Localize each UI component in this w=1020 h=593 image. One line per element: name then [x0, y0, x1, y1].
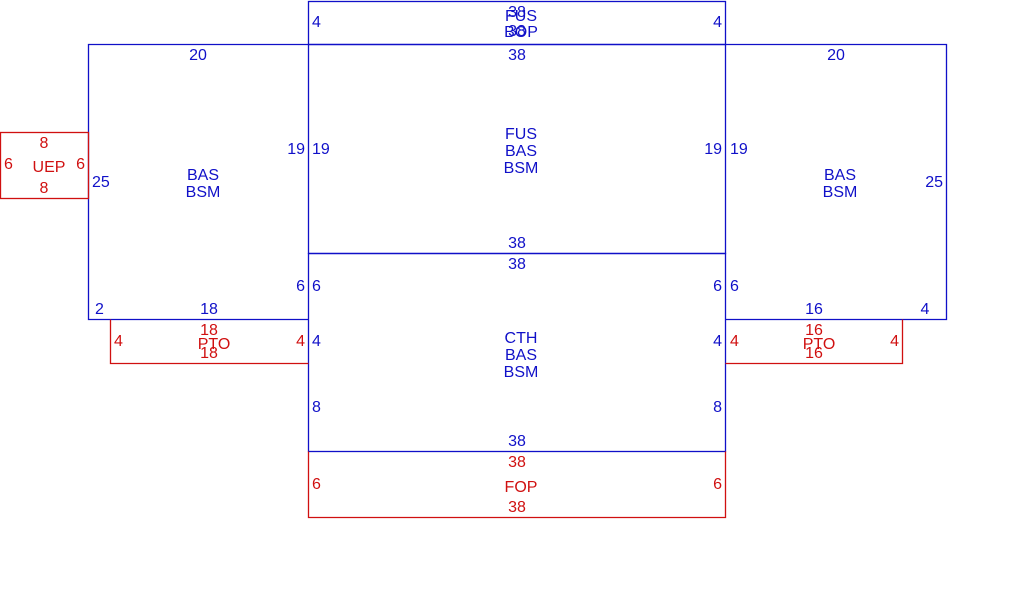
panel-cth-bas-bsm-right-lower-dim: 8: [713, 399, 722, 416]
panel-pto-left-right-dim: 4: [296, 333, 305, 350]
panel-fus-bop-bottom-dim: 38: [508, 23, 526, 40]
panel-pto-right-bottom-dim: 16: [805, 345, 823, 362]
panel-fus-bas-bsm-bottom-dim: 38: [508, 235, 526, 252]
panel-uep-outline: [0, 131, 90, 200]
panel-fop-outline: [307, 451, 727, 519]
panel-fus-bop-code-1: FUS: [505, 8, 537, 25]
panel-left-wing-code-2: BSM: [186, 184, 221, 201]
panel-fus-bas-bsm: 38 FUS BAS BSM 19 19 38: [307, 43, 727, 255]
panel-pto-right-outline: [725, 319, 904, 365]
panel-fop-bottom-dim: 38: [508, 499, 526, 516]
panel-pto-left-left-dim: 4: [114, 333, 123, 350]
panel-pto-right-left-dim: 4: [730, 333, 739, 350]
panel-uep-left-dim: 6: [4, 156, 13, 173]
panel-fus-bas-bsm-code-1: FUS: [505, 126, 537, 143]
panel-fus-bas-bsm-left-dim: 19: [312, 141, 330, 158]
panel-fop-code: FOP: [505, 479, 538, 496]
panel-uep-code: UEP: [33, 159, 66, 176]
panel-right-wing-left-upper-dim: 19: [730, 141, 748, 158]
panel-cth-bas-bsm: 38 CTH BAS BSM 6 6 4 4 8 8 38: [307, 252, 727, 453]
panel-fus-bop-left-dim: 4: [312, 14, 321, 31]
panel-pto-left-bottom-dim: 18: [200, 345, 218, 362]
panel-fus-bas-bsm-code-3: BSM: [504, 160, 539, 177]
panel-pto-left-code: PTO: [198, 336, 231, 353]
panel-right-wing-left-lower-dim: 6: [730, 278, 739, 295]
panel-pto-right-code: PTO: [803, 336, 836, 353]
panel-uep-bottom-dim: 8: [40, 180, 49, 197]
panel-fop-right-dim: 6: [713, 476, 722, 493]
panel-fop: 38 FOP 6 6 38: [307, 451, 727, 519]
panel-fus-bas-bsm-code-2: BAS: [505, 143, 537, 160]
panel-fus-bop: 38 FUS BOP 38 4 4: [307, 0, 727, 46]
panel-uep: 8 UEP 6 6 8: [0, 131, 90, 200]
panel-pto-left-top-dim: 18: [200, 322, 218, 339]
panel-cth-bas-bsm-outline: [307, 252, 727, 453]
panel-pto-right-top-dim: 16: [805, 322, 823, 339]
panel-uep-top-dim: 8: [40, 135, 49, 152]
panel-fop-left-dim: 6: [312, 476, 321, 493]
panel-left-wing-right-lower-dim: 6: [296, 278, 305, 295]
panel-fus-bas-bsm-right-dim: 19: [704, 141, 722, 158]
panel-cth-bas-bsm-bottom-dim: 38: [508, 433, 526, 450]
panel-left-wing: 20 BAS BSM 25 19 6 2 18: [87, 43, 309, 321]
panel-pto-right-right-dim: 4: [890, 333, 899, 350]
panel-pto-left-outline: [109, 319, 309, 365]
panel-right-wing-right-dim: 25: [925, 174, 943, 191]
panel-cth-bas-bsm-right-mid-dim: 4: [713, 333, 722, 350]
panel-left-wing-top-dim: 20: [189, 47, 207, 64]
panel-right-wing-code-1: BAS: [824, 167, 856, 184]
panel-cth-bas-bsm-code-2: BAS: [505, 347, 537, 364]
panel-pto-right: 16 PTO 16 4 4: [725, 319, 904, 365]
panel-left-wing-right-upper-dim: 19: [287, 141, 305, 158]
panel-cth-bas-bsm-left-lower-dim: 8: [312, 399, 321, 416]
panel-cth-bas-bsm-code-1: CTH: [505, 330, 538, 347]
panel-left-wing-left-dim: 25: [92, 174, 110, 191]
panel-right-wing-top-dim: 20: [827, 47, 845, 64]
panel-fus-bas-bsm-top-dim: 38: [508, 47, 526, 64]
panel-cth-bas-bsm-top-dim: 38: [508, 256, 526, 273]
panel-right-wing: 20 BAS BSM 25 19 6 16 4: [725, 43, 948, 321]
panel-left-wing-bottom-dim: 18: [200, 301, 218, 318]
panel-fus-bop-code-2: BOP: [504, 24, 538, 41]
panel-cth-bas-bsm-left-mid-dim: 4: [312, 333, 321, 350]
panel-uep-right-dim: 6: [76, 156, 85, 173]
panel-cth-bas-bsm-code-3: BSM: [504, 364, 539, 381]
panel-left-wing-code-1: BAS: [187, 167, 219, 184]
panel-fus-bop-top-dim: 38: [508, 4, 526, 21]
panel-pto-left: 18 PTO 18 4 4: [109, 319, 309, 365]
panel-cth-bas-bsm-left-upper-dim: 6: [312, 278, 321, 295]
panel-fus-bop-right-dim: 4: [713, 14, 722, 31]
panel-left-wing-bottom-left-dim: 2: [95, 301, 104, 318]
panel-right-wing-bottom-dim: 16: [805, 301, 823, 318]
panel-right-wing-code-2: BSM: [823, 184, 858, 201]
panel-right-wing-outline: [725, 43, 948, 321]
panel-cth-bas-bsm-right-upper-dim: 6: [713, 278, 722, 295]
panel-fop-top-dim: 38: [508, 454, 526, 471]
panel-right-wing-bottom-right-dim: 4: [921, 301, 930, 318]
